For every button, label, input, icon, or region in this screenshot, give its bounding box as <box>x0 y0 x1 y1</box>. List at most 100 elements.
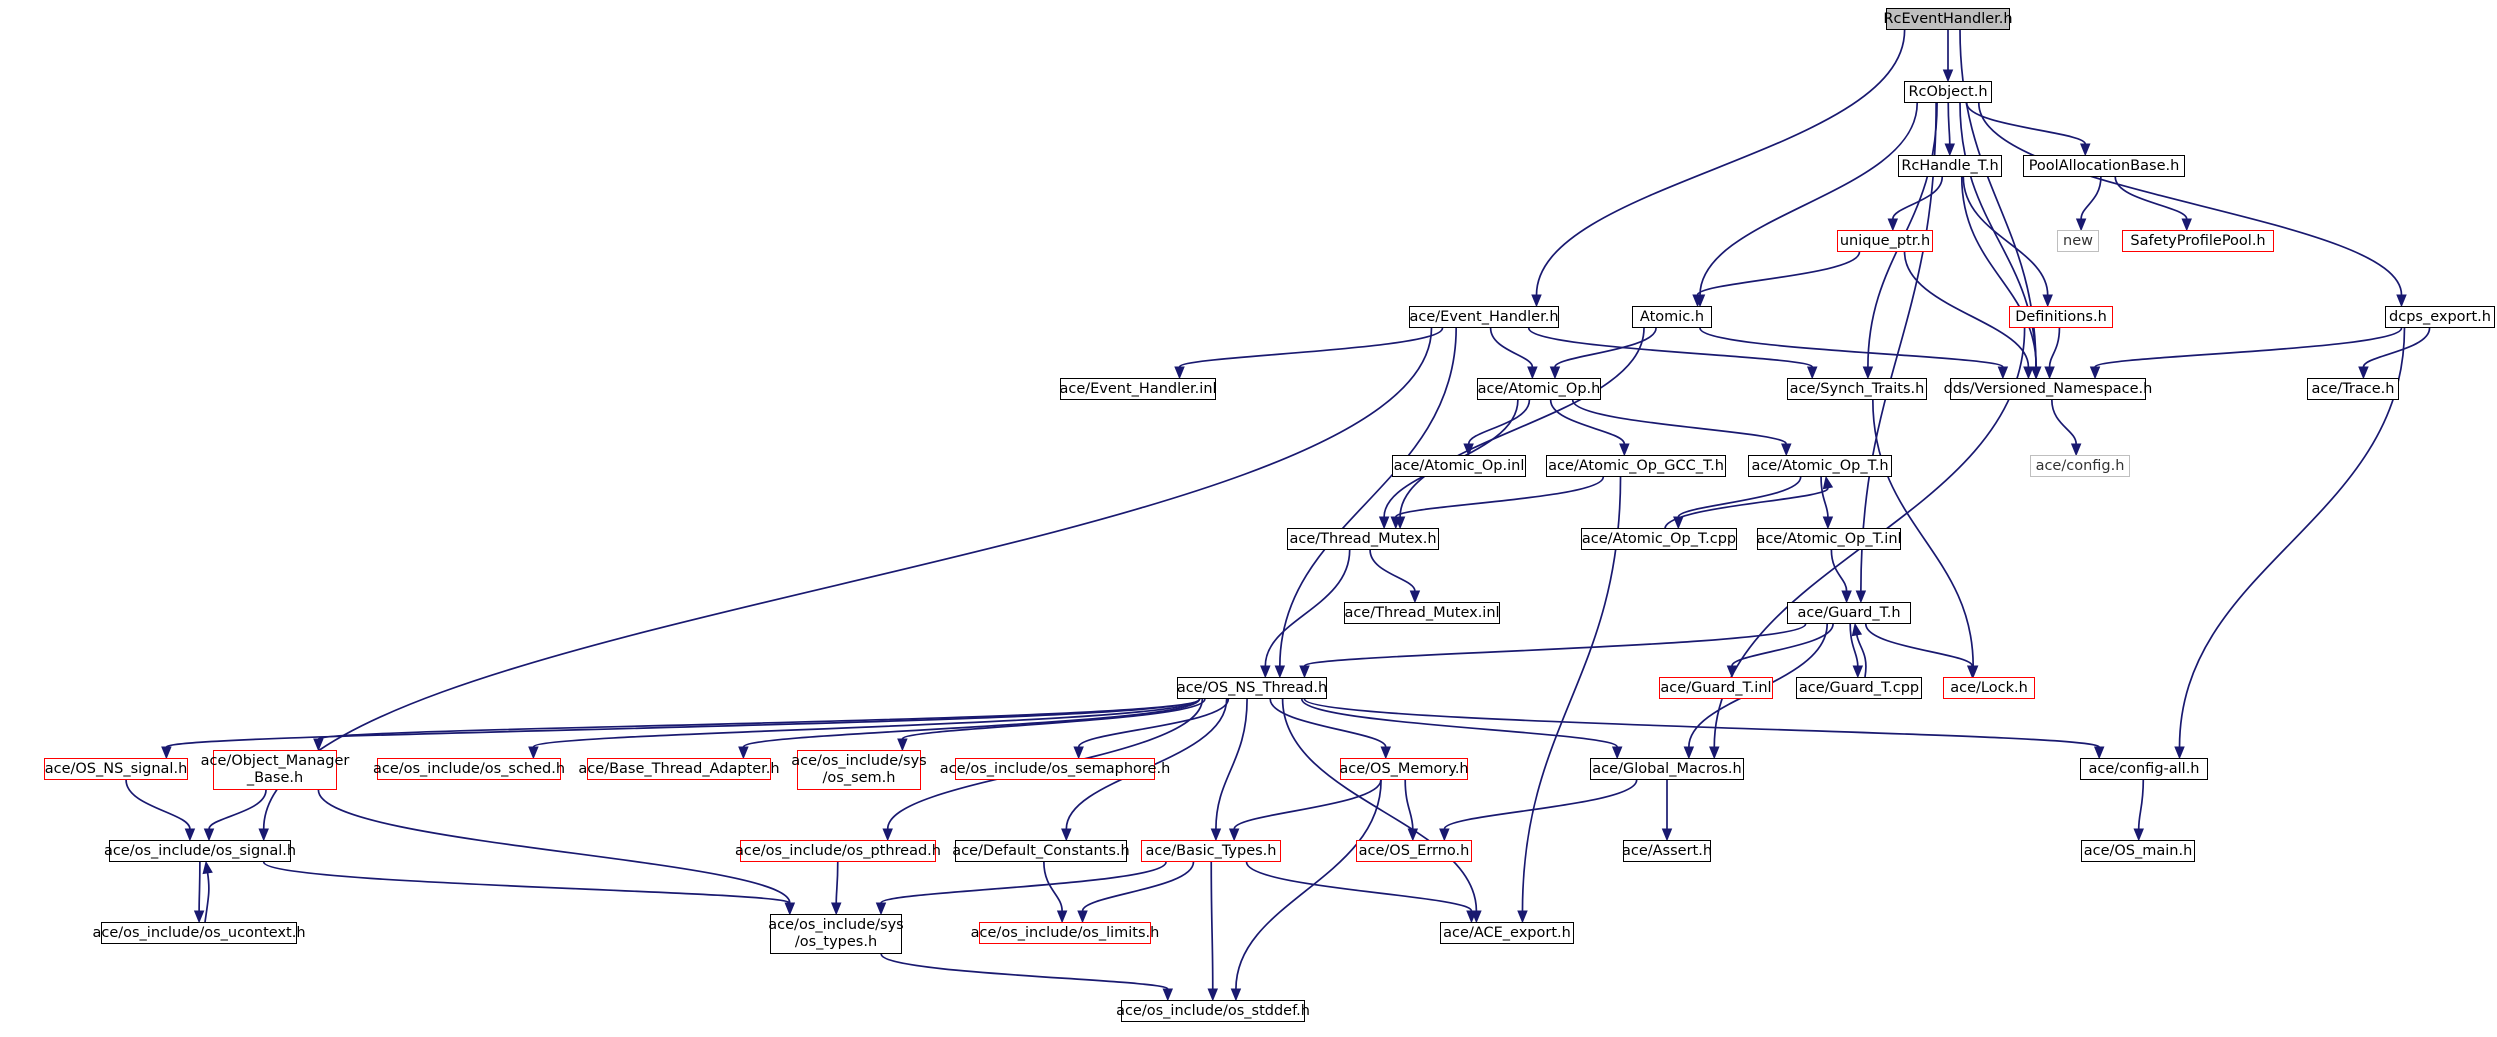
node-atomic-op-inl[interactable]: ace/Atomic_Op.inl <box>1392 455 1526 477</box>
node-osnsthread[interactable]: ace/OS_NS_Thread.h <box>1177 677 1327 699</box>
node-guard-tinl[interactable]: ace/Guard_T.inl <box>1659 677 1773 699</box>
node-synch-traits[interactable]: ace/Synch_Traits.h <box>1787 378 1927 400</box>
edge-GuardT-to-GuardTcpp <box>1849 623 1859 667</box>
node-os-semaphore[interactable]: ace/os_include/os_semaphore.h <box>940 758 1170 780</box>
edge-AtomicOpT-to-AtomicOpTinl <box>1820 476 1829 518</box>
node-atomic[interactable]: Atomic.h <box>1632 306 1712 328</box>
edge-arrowhead <box>2075 218 2087 232</box>
node-config-all[interactable]: ace/config-all.h <box>2080 758 2208 780</box>
node-safety-profile-pool[interactable]: SafetyProfilePool.h <box>2122 230 2274 252</box>
node-rc-event-handler[interactable]: RcEventHandler.h <box>1883 8 2013 30</box>
edge-arrowhead <box>1409 590 1421 604</box>
node-dcps-export[interactable]: dcps_export.h <box>2385 306 2495 328</box>
node-base-thread-adapter[interactable]: ace/Base_Thread_Adapter.h <box>578 758 780 780</box>
edge-OSMemory-to-OSErrno <box>1404 779 1414 830</box>
node-event-handler-inl[interactable]: ace/Event_Handler.inl <box>1059 378 1217 400</box>
edge-arrowhead <box>1683 746 1695 760</box>
edge-OSNSThread-to-ConfigAll <box>1303 698 2101 748</box>
node-config[interactable]: ace/config.h <box>2030 455 2130 477</box>
node-aceexport[interactable]: ace/ACE_export.h <box>1440 922 1574 944</box>
node-lock[interactable]: ace/Lock.h <box>1943 677 2035 699</box>
node-os-limits[interactable]: ace/os_include/os_limits.h <box>971 922 1159 944</box>
node-unique-ptr[interactable]: unique_ptr.h <box>1837 230 1933 252</box>
node-rc-object[interactable]: RcObject.h <box>1904 81 1992 103</box>
node-rc-handle-t[interactable]: RcHandle_T.h <box>1898 155 2002 177</box>
node-osnssignal[interactable]: ace/OS_NS_signal.h <box>44 758 188 780</box>
edge-BasicTypes-to-OsTypes <box>880 861 1167 904</box>
node-pool-allocation-base[interactable]: PoolAllocationBase.h <box>2023 155 2185 177</box>
edge-arrowhead <box>1619 443 1630 457</box>
edge-arrowhead <box>2133 828 2144 842</box>
node-os-stddef[interactable]: ace/os_include/os_stddef.h <box>1116 1000 1310 1022</box>
node-thread-mutex[interactable]: ace/Thread_Mutex.h <box>1287 528 1439 550</box>
node-osmemory[interactable]: ace/OS_Memory.h <box>1339 758 1469 780</box>
edge-Definitions-to-VersionedNamespace <box>2048 327 2061 368</box>
node-os-sched[interactable]: ace/os_include/os_sched.h <box>373 758 565 780</box>
edge-arrowhead <box>1806 366 1818 380</box>
node-atomic-op[interactable]: ace/Atomic_Op.h <box>1477 378 1601 400</box>
node-definitions[interactable]: Definitions.h <box>2009 306 2113 328</box>
edge-arrowhead <box>2093 746 2105 760</box>
node-guard-t[interactable]: ace/Guard_T.h <box>1787 602 1911 624</box>
edge-AtomicOpTcpp-to-AtomicOpT <box>1664 487 1829 529</box>
edge-arrowhead <box>1517 910 1528 924</box>
edge-Atomic-to-VersionedNamespace <box>1699 327 2004 368</box>
edge-arrowhead <box>784 902 796 916</box>
node-oserrno[interactable]: ace/OS_Errno.h <box>1356 840 1472 862</box>
node-global-macros[interactable]: ace/Global_Macros.h <box>1590 758 1744 780</box>
node-os-ucontext[interactable]: ace/os_include/os_ucontext.h <box>92 922 306 944</box>
node-thread-mutex-inl[interactable]: ace/Thread_Mutex.inl <box>1344 602 1500 624</box>
edge-OsUcontext-to-OsSignal <box>204 872 210 923</box>
edge-RcHandleT-to-VersionedNamespace <box>1960 176 2038 368</box>
node-os-sem[interactable]: ace/os_include/sys /os_sem.h <box>791 750 927 790</box>
edge-arrowhead <box>1407 828 1419 842</box>
edge-arrowhead <box>2044 366 2055 380</box>
node-atomic-op-tcpp[interactable]: ace/Atomic_Op_T.cpp <box>1581 528 1737 550</box>
edge-arrowhead <box>2089 366 2101 380</box>
edge-DcpsExport-to-VersionedNamespace <box>2094 327 2403 368</box>
edge-PoolAllocationBase-to-New <box>2080 176 2102 220</box>
edge-arrowhead <box>2358 366 2369 380</box>
node-object-manager-base[interactable]: ace/Object_Manager _Base.h <box>201 750 349 790</box>
edge-arrowhead <box>1822 516 1834 530</box>
node-basic-types[interactable]: ace/Basic_Types.h <box>1141 840 1281 862</box>
node-default-constants[interactable]: ace/Default_Constants.h <box>952 840 1130 862</box>
edge-BasicTypes-to-OsStddef <box>1210 861 1214 990</box>
edge-EventHandler-to-SynchTraits <box>1527 327 1814 368</box>
node-os-pthread[interactable]: ace/os_include/os_pthread.h <box>735 840 941 862</box>
edge-arrowhead <box>1378 516 1390 530</box>
edge-UniquePtr-to-Atomic <box>1696 251 1861 296</box>
edge-arrowhead <box>1944 143 1956 157</box>
node-new[interactable]: new <box>2057 230 2099 252</box>
edge-arrowhead <box>258 828 269 842</box>
edge-arrowhead <box>1466 910 1477 924</box>
edge-arrowhead <box>528 746 539 760</box>
edge-arrowhead <box>2070 443 2082 457</box>
edge-arrowhead <box>1549 366 1561 380</box>
edge-arrowhead <box>2042 294 2053 308</box>
edge-arrowhead <box>2181 218 2192 232</box>
edge-Atomic-to-AtomicOp <box>1554 327 1657 368</box>
node-atomic-op-gcct[interactable]: ace/Atomic_Op_GCC_T.h <box>1546 455 1726 477</box>
edge-arrowhead <box>1073 746 1084 760</box>
node-versioned-namespace[interactable]: dds/Versioned_Namespace.h <box>1944 378 2152 400</box>
edge-arrowhead <box>1942 69 1954 83</box>
edge-RcHandleT-to-UniquePtr <box>1891 176 1944 220</box>
edge-arrowhead <box>1997 366 2009 380</box>
edge-PoolAllocationBase-to-SafetyProfilePool <box>2114 176 2188 220</box>
node-atomic-op-t[interactable]: ace/Atomic_Op_T.h <box>1748 455 1892 477</box>
node-os-signal[interactable]: ace/os_include/os_signal.h <box>104 840 296 862</box>
edge-arrowhead <box>1781 443 1792 457</box>
edge-arrowhead <box>2023 366 2034 380</box>
edge-OSNSThread-to-OsSem <box>901 698 1206 740</box>
node-guard-tcpp[interactable]: ace/Guard_T.cpp <box>1796 677 1922 699</box>
node-atomic-op-tinl[interactable]: ace/Atomic_Op_T.inl <box>1756 528 1902 550</box>
node-assert[interactable]: ace/Assert.h <box>1622 840 1712 862</box>
node-osmain[interactable]: ace/OS_main.h <box>2081 840 2195 862</box>
node-event-handler[interactable]: ace/Event_Handler.h <box>1409 306 1559 328</box>
node-trace[interactable]: ace/Trace.h <box>2307 378 2399 400</box>
node-os-types[interactable]: ace/os_include/sys /os_types.h <box>768 914 904 954</box>
edge-BasicTypes-to-OsLimits <box>1081 861 1195 912</box>
edge-arrowhead <box>203 828 215 842</box>
